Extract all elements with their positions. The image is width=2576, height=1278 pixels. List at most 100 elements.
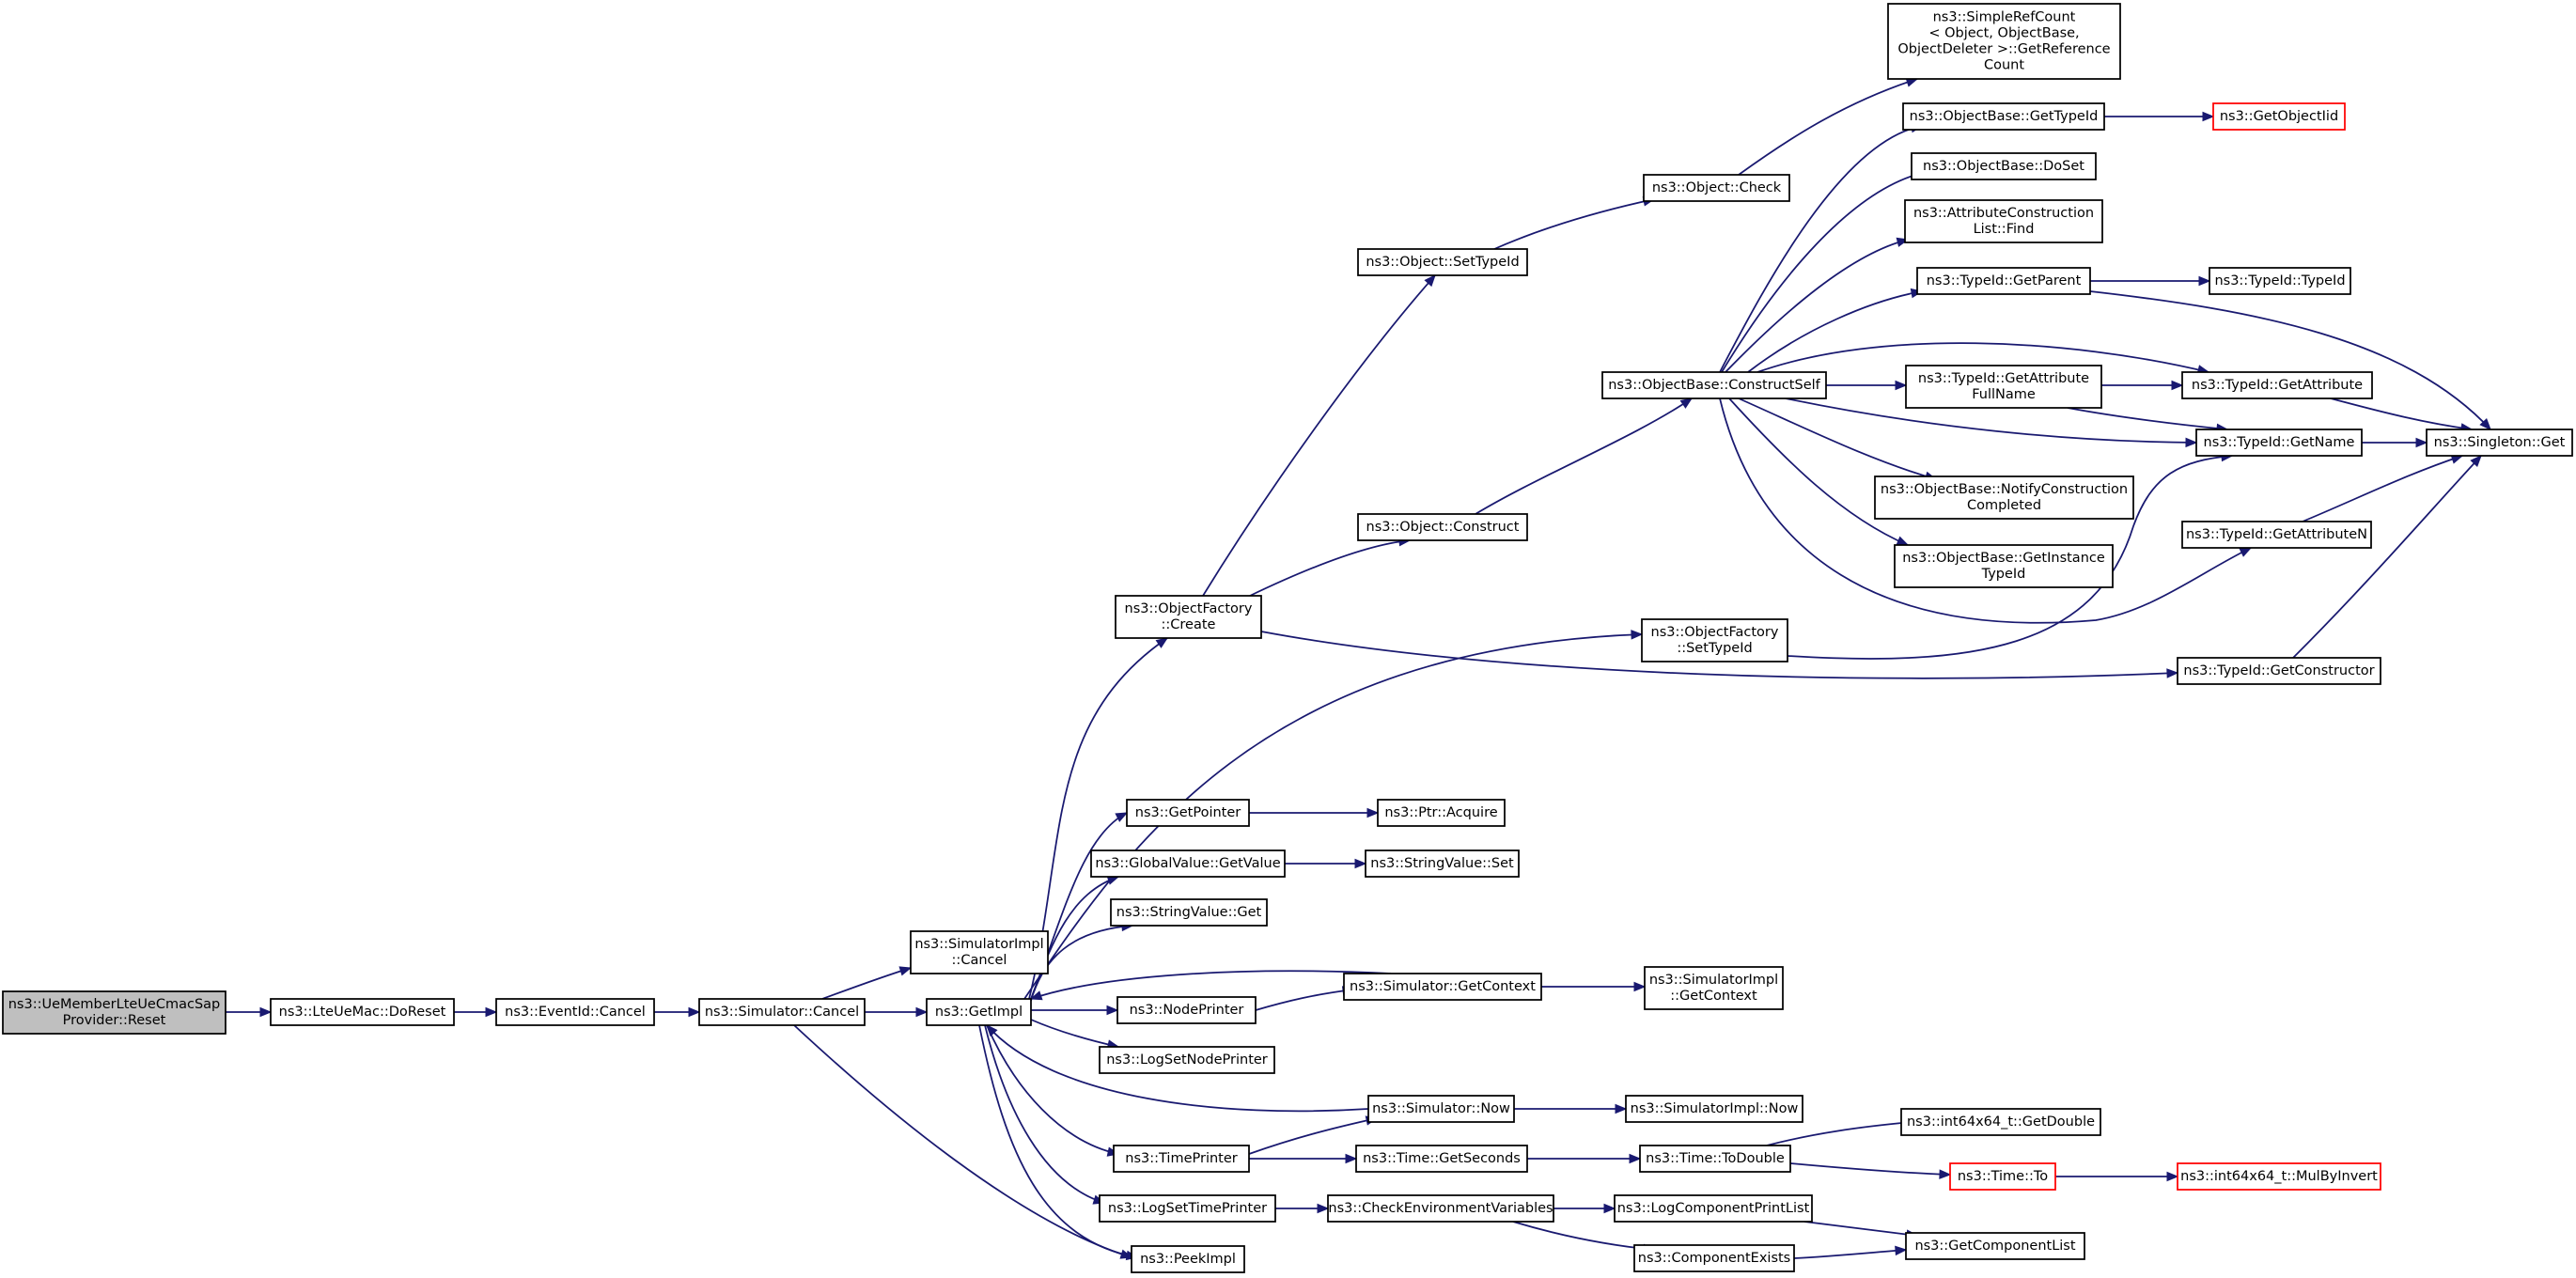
edge-objfactcreate-to-typeidgetconstructor [1260,631,2179,679]
node-simplerefcount[interactable]: ns3::SimpleRefCount< Object, ObjectBase,… [1887,3,2121,80]
node-logsettimeprinter[interactable]: ns3::LogSetTimePrinter [1099,1194,1276,1223]
node-box [1601,371,1827,399]
node-label: ns3::GetObjectIid [2220,109,2338,124]
node-timegetseconds[interactable]: ns3::Time::GetSeconds [1355,1145,1528,1173]
node-box [1327,1194,1554,1223]
node-typeidgetparent[interactable]: ns3::TypeId::GetParent [1916,267,2091,295]
node-simimplnow[interactable]: ns3::SimulatorImpl::Now [1625,1095,1803,1123]
node-getpointer[interactable]: ns3::GetPointer [1126,799,1250,827]
edge-arrowhead [1629,1153,1642,1164]
node-int64mulbyinvert[interactable]: ns3::int64x64_t::MulByInvert [2177,1162,2381,1191]
node-box [1887,3,2121,80]
node-objbasegettypeid[interactable]: ns3::ObjectBase::GetTypeId [1902,102,2105,131]
edge-objfactcreate-to-objconstruct [1249,536,1412,597]
node-typeidtypeid[interactable]: ns3::TypeId::TypeId [2209,267,2351,295]
node-getcomplist[interactable]: ns3::GetComponentList [1905,1232,2085,1260]
node-box [1113,1145,1250,1173]
node-objfactsettypeid[interactable]: ns3::ObjectFactory::SetTypeId [1641,618,1788,662]
node-box [2177,657,2381,685]
edge-arrowhead [1896,536,1910,546]
node-simimplcancel[interactable]: ns3::SimulatorImpl::Cancel [910,930,1049,974]
edge-objbaseconstructself-to-getinstancetypeid [1728,397,1910,546]
node-box [1365,849,1520,878]
node-peekimpl[interactable]: ns3::PeekImpl [1131,1245,1245,1273]
edge-line [1719,125,1923,373]
node-box [1131,1245,1245,1273]
edge-objbaseconstructself-to-attrconstrlistfind [1725,237,1910,373]
edge-checkenv-to-compexists [1512,1221,1656,1255]
node-simgetcontext[interactable]: ns3::Simulator::GetContext [1343,973,1542,1001]
node-label: ns3::ObjectFactory [1125,601,1253,616]
node-box [1905,1232,2085,1260]
node-simcancel[interactable]: ns3::Simulator::Cancel [698,998,866,1026]
node-label: ns3::GetImpl [935,1005,1023,1020]
node-typeidgetattrn[interactable]: ns3::TypeId::GetAttributeN [2181,521,2372,549]
node-doreset[interactable]: ns3::LteUeMac::DoReset [270,998,455,1026]
edge-arrowhead [2239,547,2253,557]
node-ptracquire[interactable]: ns3::Ptr::Acquire [1377,799,1506,827]
node-box [1355,1145,1528,1173]
node-label: ns3::PeekImpl [1140,1252,1236,1267]
node-timetodouble[interactable]: ns3::Time::ToDouble [1639,1145,1791,1173]
edge-typeidgetconstructor-to-singletonget [2292,455,2482,659]
edge-eventcancel-to-simcancel [654,1006,701,1018]
node-gvgetvalue[interactable]: ns3::GlobalValue::GetValue [1090,849,1286,878]
edge-getimpl-to-gvgetvalue [1030,875,1120,1000]
node-getobjectiid[interactable]: ns3::GetObjectIid [2212,102,2346,131]
node-box [495,998,655,1026]
node-compexists[interactable]: ns3::ComponentExists [1633,1244,1795,1272]
node-box [1902,102,2105,131]
node-objbaseconstructself[interactable]: ns3::ObjectBase::ConstructSelf [1601,371,1827,399]
node-singletonget[interactable]: ns3::Singleton::Get [2426,429,2573,457]
node-timeprinter[interactable]: ns3::TimePrinter [1113,1145,1250,1173]
edge-getimpl-to-timeprinter [986,1024,1120,1157]
edge-simcancel-to-simimplcancel [821,966,913,1000]
node-timeto[interactable]: ns3::Time::To [1949,1162,2056,1191]
node-objsettypeid[interactable]: ns3::Object::SetTypeId [1357,248,1528,276]
node-notifyconstr[interactable]: ns3::ObjectBase::NotifyConstructionCompl… [1874,475,2134,520]
edge-line [1738,78,1918,176]
edge-line [984,1024,1105,1204]
edge-line [793,1024,1132,1258]
node-eventcancel[interactable]: ns3::EventId::Cancel [495,998,655,1026]
node-getimpl[interactable]: ns3::GetImpl [926,998,1032,1026]
node-box [1099,1046,1275,1074]
edge-objbasegettypeid-to-getobjectiid [2104,111,2215,122]
edge-arrowhead [1366,807,1380,818]
node-box [2212,102,2346,131]
edge-line [1202,274,1436,597]
node-label: ns3::StringValue::Get [1116,905,1262,920]
node-box [270,998,455,1026]
node-typeidgetattribute[interactable]: ns3::TypeId::GetAttribute [2181,371,2373,399]
node-typeidgetconstructor[interactable]: ns3::TypeId::GetConstructor [2177,657,2381,685]
edge-typeidgetattrn-to-singletonget [2302,454,2464,522]
edge-line [1030,970,1392,1000]
edge-line [1747,290,1923,373]
node-typeidgetname[interactable]: ns3::TypeId::GetName [2195,429,2363,457]
node-nodeprinter[interactable]: ns3::NodePrinter [1116,996,1257,1024]
node-logcompprintlist[interactable]: ns3::LogComponentPrintList [1614,1194,1813,1223]
node-objbasedoset[interactable]: ns3::ObjectBase::DoSet [1911,152,2097,180]
node-simnow[interactable]: ns3::Simulator::Now [1367,1095,1515,1123]
node-objfactcreate[interactable]: ns3::ObjectFactory::Create [1115,595,1262,639]
node-label: ns3::AttributeConstruction [1913,206,2094,221]
edge-arrowhead [1679,397,1694,409]
node-int64getdouble[interactable]: ns3::int64x64_t::GetDouble [1900,1108,2101,1136]
node-objcheck[interactable]: ns3::Object::Check [1643,174,1790,202]
node-strvalset[interactable]: ns3::StringValue::Set [1365,849,1520,878]
node-box [2181,521,2372,549]
node-strvalget[interactable]: ns3::StringValue::Get [1110,898,1268,927]
node-box [1639,1145,1791,1173]
node-logsetnodeprinter[interactable]: ns3::LogSetNodePrinter [1099,1046,1275,1074]
node-checkenv[interactable]: ns3::CheckEnvironmentVariables [1327,1194,1554,1223]
edge-arrowhead [2185,437,2198,448]
node-label: ns3::SimulatorImpl::Now [1631,1101,1799,1116]
node-simimplgetcontext[interactable]: ns3::SimulatorImpl::GetContext [1644,966,1784,1010]
node-objconstruct[interactable]: ns3::Object::Construct [1357,513,1528,541]
node-label: ns3::int64x64_t::MulByInvert [2180,1169,2378,1184]
edge-typeidgetattrfullname-to-typeidgetattribute [2101,380,2184,391]
